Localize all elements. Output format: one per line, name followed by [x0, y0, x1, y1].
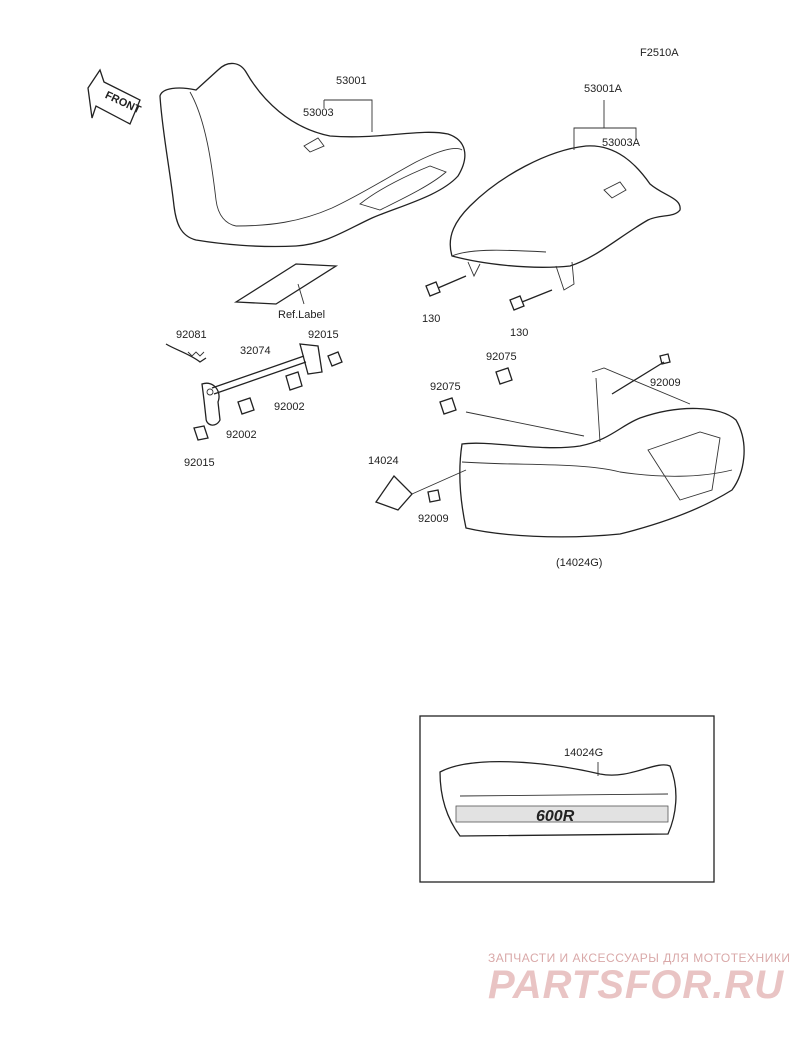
bolt-130-right [509, 289, 553, 311]
screw-92009-lower [427, 489, 441, 503]
label-14024: 14024 [368, 455, 399, 467]
rear-seat [449, 145, 681, 291]
watermark-logo: PARTSFOR.RU [488, 963, 784, 1007]
clip-nut-92075-lower [439, 397, 457, 415]
screw-92009-right [611, 353, 671, 395]
label-92009-lower: 92009 [418, 513, 449, 525]
label-92075-upper: 92075 [486, 351, 517, 363]
label-92075-lower: 92075 [430, 381, 461, 393]
label-53001: 53001 [336, 75, 367, 87]
label-130-left: 130 [422, 313, 440, 325]
label-92015-upper: 92015 [308, 329, 339, 341]
decal-text: 600R [536, 808, 575, 825]
label-53001A: 53001A [584, 83, 623, 95]
seat-lock-assembly [165, 343, 343, 441]
main-seat [159, 62, 466, 248]
label-14024G-group: (14024G) [556, 557, 602, 569]
label-92002-upper: 92002 [274, 401, 305, 413]
label-32074: 32074 [240, 345, 271, 357]
label-92081: 92081 [176, 329, 207, 341]
ref-label-text: Ref.Label [278, 309, 325, 321]
label-130-right: 130 [510, 327, 528, 339]
label-92015-lower: 92015 [184, 457, 215, 469]
label-53003A: 53003A [602, 137, 641, 149]
label-92002-lower: 92002 [226, 429, 257, 441]
label-14024G-inset: 14024G [564, 747, 603, 759]
clip-nut-92075-upper [495, 367, 513, 385]
tail-cowl [459, 367, 745, 538]
reference-label-sticker: Ref.Label [233, 263, 339, 321]
inset-box: 600R [419, 715, 715, 883]
front-arrow-icon: FRONT [87, 68, 143, 125]
label-53003: 53003 [303, 107, 334, 119]
watermark-tagline: ЗАПЧАСТИ И АКСЕССУАРЫ ДЛЯ МОТОТЕХНИКИ [488, 951, 790, 965]
label-92009-right: 92009 [650, 377, 681, 389]
bolt-130-left [425, 275, 467, 297]
figure-code: F2510A [640, 47, 679, 59]
reflector-14024 [374, 469, 467, 511]
